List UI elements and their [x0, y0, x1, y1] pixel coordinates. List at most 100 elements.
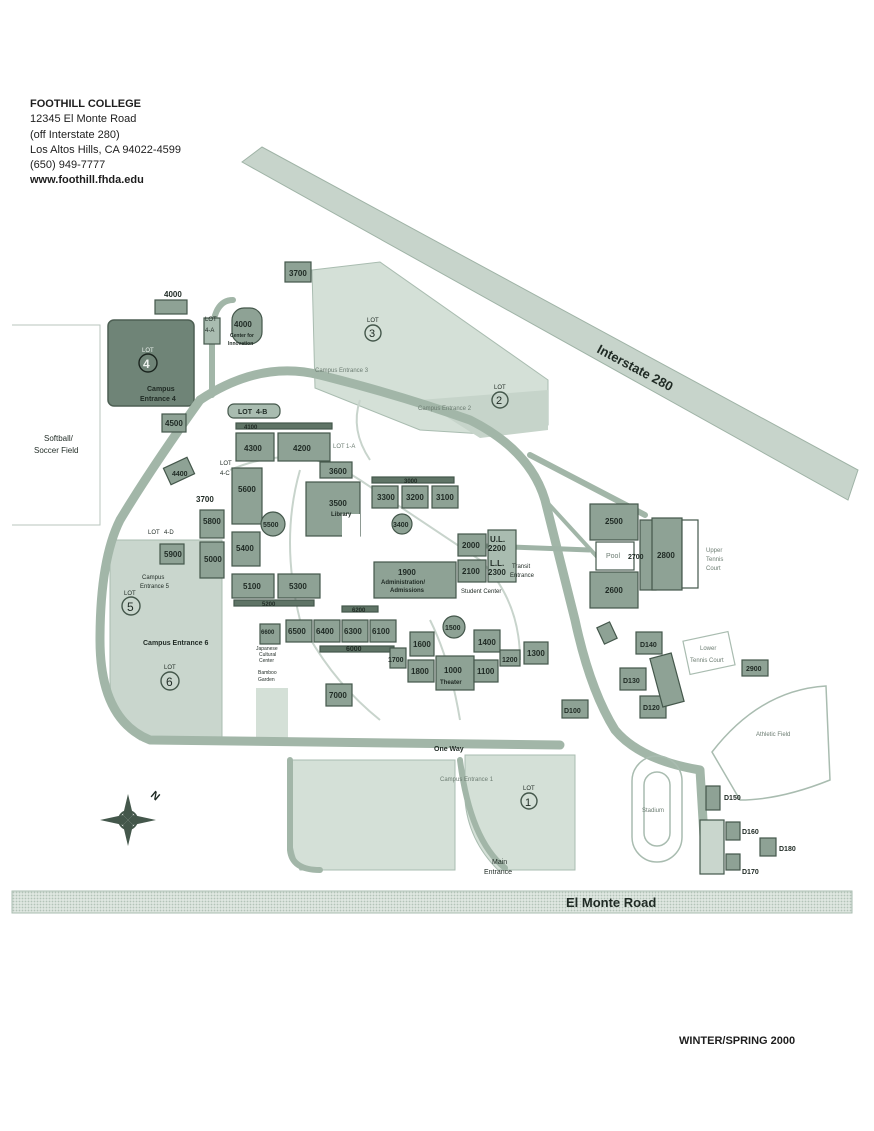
entrance-4-label-b: Entrance 4	[140, 396, 176, 403]
lot-4c-number: 4-C	[220, 471, 230, 477]
lot-4b-number: 4-B	[256, 409, 267, 416]
entrance-1-label: Campus Entrance 1	[440, 777, 494, 783]
college-name: FOOTHILL COLLEGE	[30, 98, 142, 110]
building-6600-label: 6600	[261, 630, 275, 636]
website-link[interactable]: www.foothill.fhda.edu	[30, 174, 144, 187]
building-1700-label: 1700	[388, 657, 404, 664]
building-3300-label: 3300	[377, 493, 395, 502]
lot-4-word: LOT	[142, 348, 154, 354]
building-1100-label: 1100	[477, 667, 495, 676]
address-line-3: Los Altos Hills, CA 94022-4599	[30, 143, 182, 156]
building-d180-label: D180	[779, 846, 796, 853]
upper-level-label: U.L.	[490, 535, 505, 544]
transit-entrance-b: Entrance	[510, 573, 535, 579]
campus-ring-road	[95, 297, 711, 875]
stadium-label: Stadium	[642, 808, 664, 814]
building-2200-label: 2200	[488, 544, 506, 553]
building-2800-label: 2800	[657, 551, 675, 560]
building-6300-label: 6300	[344, 627, 362, 636]
address-line-1: 12345 El Monte Road	[30, 113, 137, 126]
edition-label: WINTER/SPRING 2000	[679, 1035, 796, 1047]
lot-4-area	[107, 319, 195, 407]
building-d120-label: D120	[643, 705, 660, 712]
campus-buildings	[154, 261, 777, 875]
lot-1a-number: 1-A	[346, 444, 355, 450]
softball-soccer-field: Softball/ Soccer Field	[12, 324, 101, 526]
entrance-5-label-b: Entrance 5	[140, 584, 170, 590]
lot-5-word: LOT	[124, 591, 136, 597]
building-6100-label: 6100	[372, 627, 390, 636]
lot-4-number: 4	[143, 357, 150, 371]
library-label: Library	[331, 512, 352, 518]
building-2900-label: 2900	[746, 666, 762, 673]
building-2500-label: 2500	[605, 517, 623, 526]
building-3100-label: 3100	[436, 493, 454, 502]
building-7000-label: 7000	[329, 691, 347, 700]
building-5500-label: 5500	[263, 522, 279, 529]
building-2100-label: 2100	[462, 567, 480, 576]
japanese-label-c: Center	[259, 658, 274, 664]
building-3600-label: 3600	[329, 467, 347, 476]
building-6500-label: 6500	[288, 627, 306, 636]
japanese-label-b: Cultural	[259, 652, 276, 658]
building-d140-label: D140	[640, 642, 657, 649]
building-d100-label: D100	[564, 708, 581, 715]
lot-south-west	[289, 759, 456, 871]
lot-4a-word: LOT	[205, 317, 217, 323]
bamboo-label-b: Garden	[258, 677, 275, 683]
building-1900-label: 1900	[398, 568, 416, 577]
admin-label-b: Admissions	[390, 588, 425, 594]
building-3400-label: 3400	[393, 522, 409, 529]
main-entrance-b: Entrance	[484, 869, 512, 876]
lot-2-word: LOT	[494, 385, 506, 391]
upper-tennis-c: Court	[706, 566, 721, 572]
entrance-4-label-a: Campus	[147, 386, 175, 393]
building-4400-label: 4400	[172, 471, 188, 478]
building-6400-label: 6400	[316, 627, 334, 636]
entrance-5-label-a: Campus	[142, 575, 164, 581]
entrance-6-label: Campus Entrance 6	[143, 640, 208, 647]
lot-1-number: 1	[525, 797, 531, 809]
building-6200-label: 6200	[352, 608, 366, 614]
building-d160-label: D160	[742, 829, 759, 836]
building-5800-label: 5800	[203, 517, 221, 526]
building-1200-label: 1200	[502, 657, 518, 664]
softball-label-b: Soccer Field	[34, 446, 78, 455]
building-3500-label: 3500	[329, 499, 347, 508]
building-2000-label: 2000	[462, 541, 480, 550]
building-6000-label: 6000	[346, 646, 362, 653]
building-d150-label: D150	[724, 795, 741, 802]
building-2700-label: 2700	[628, 554, 644, 561]
building-5400-label: 5400	[236, 544, 254, 553]
compass-icon: N	[100, 789, 162, 846]
upper-tennis-a: Upper	[706, 548, 722, 554]
entrance-labels: Campus Entrance 1 Campus Entrance 2 Camp…	[140, 368, 535, 876]
lot-1-area	[464, 754, 576, 871]
lower-tennis-a: Lower	[700, 646, 716, 652]
athletic-field-label: Athletic Field	[756, 732, 790, 738]
building-4300-label: 4300	[244, 444, 262, 453]
lot-4d-word: LOT	[148, 530, 160, 536]
admin-label-a: Administration/	[381, 580, 425, 586]
building-4000-sub-b: Innovation	[228, 341, 253, 347]
lower-level-label: L.L.	[490, 559, 504, 568]
building-1300-label: 1300	[527, 649, 545, 658]
softball-label-a: Softball/	[44, 434, 74, 443]
student-center-label: Student Center	[461, 589, 501, 595]
building-5200-label: 5200	[262, 602, 276, 608]
building-2600-label: 2600	[605, 586, 623, 595]
building-1500-label: 1500	[445, 625, 461, 632]
building-4200-label: 4200	[293, 444, 311, 453]
lot-2-area	[420, 390, 548, 438]
building-4000-label: 4000	[164, 290, 182, 299]
building-5600-label: 5600	[238, 485, 256, 494]
building-1000-label: 1000	[444, 666, 462, 675]
main-entrance-a: Main	[492, 859, 507, 866]
building-4000b-label: 4000	[234, 320, 252, 329]
building-5100-label: 5100	[243, 582, 261, 591]
lot-3-number: 3	[369, 328, 375, 340]
lot-5-number: 5	[127, 600, 134, 614]
building-3200-label: 3200	[406, 493, 424, 502]
building-labels: 3700 4000 4000 Center for Innovation 410…	[164, 269, 796, 876]
upper-tennis-b: Tennis	[706, 557, 723, 563]
